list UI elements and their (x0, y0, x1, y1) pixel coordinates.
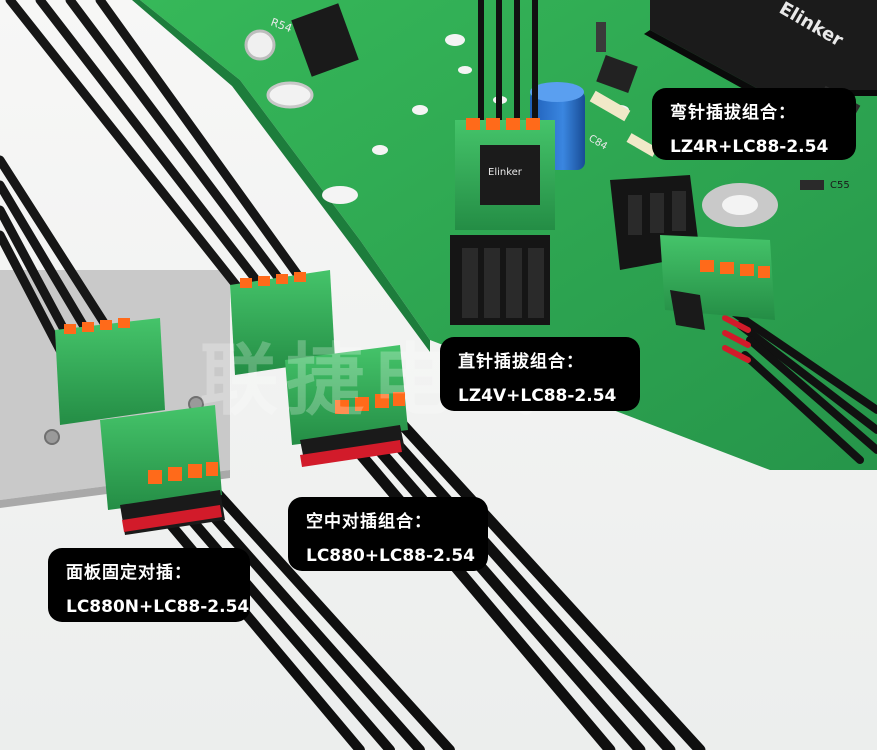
callout-in-air-model: LC880+LC88-2.54 (306, 546, 476, 566)
cables-bent-pin (722, 306, 877, 464)
svg-text:Elinker: Elinker (488, 167, 523, 178)
cables-in-air (5, 0, 706, 750)
callout-straight-pin: 直针插拔组合： LZ4V+LC88-2.54 (440, 337, 640, 411)
callout-straight-pin-title: 直针插拔组合： (458, 352, 584, 372)
panel-fixed-connector (55, 318, 225, 535)
callout-panel-fixed-title: 面板固定对插： (66, 563, 192, 583)
callout-panel-fixed-model: LC880N+LC88-2.54 (66, 597, 250, 617)
bent-pin-connector (660, 235, 775, 330)
svg-text:C55: C55 (830, 180, 850, 191)
callout-straight-pin-model: LZ4V+LC88-2.54 (458, 386, 617, 406)
cables-panel (0, 155, 455, 750)
callout-bent-pin-title: 弯针插拔组合： (670, 103, 796, 123)
cables-straight-pin (478, 0, 538, 120)
callout-bent-pin: 弯针插拔组合： LZ4R+LC88-2.54 (652, 88, 856, 160)
callout-in-air-title: 空中对插组合： (306, 512, 432, 532)
callout-panel-fixed: 面板固定对插： LC880N+LC88-2.54 (48, 548, 250, 622)
callout-bent-pin-model: LZ4R+LC88-2.54 (670, 137, 829, 157)
callout-in-air: 空中对插组合： LC880+LC88-2.54 (288, 497, 488, 571)
straight-pin-connector: Elinker (450, 118, 555, 325)
in-air-connector (230, 270, 408, 467)
